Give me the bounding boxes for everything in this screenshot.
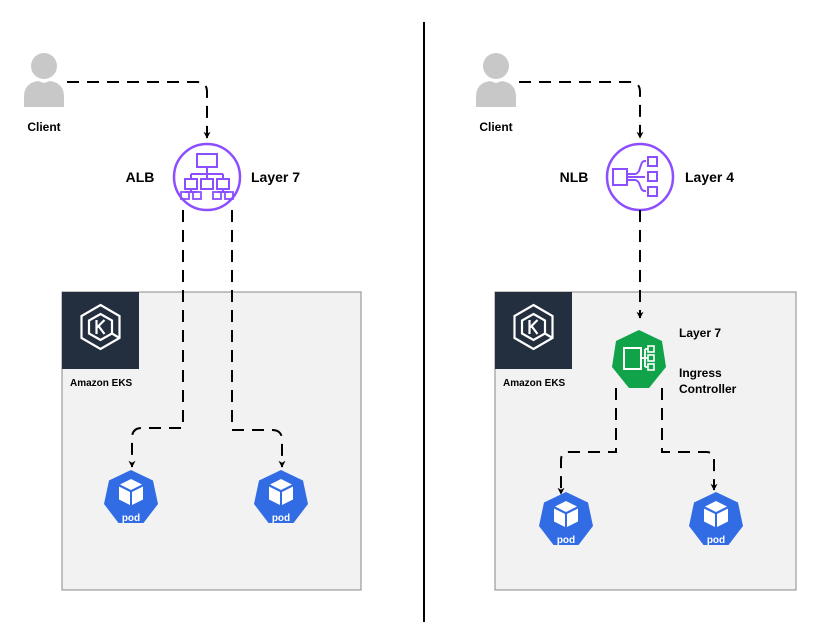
left-pod-2-label: pod <box>272 513 290 524</box>
right-eks-label: Amazon EKS <box>503 378 566 389</box>
left-pod-1-label: pod <box>122 513 140 524</box>
right-pod-2-label: pod <box>707 535 725 546</box>
right-client-label: Client <box>479 120 512 134</box>
ingress-controller-icon <box>612 330 666 388</box>
right-client-to-nlb-connector <box>519 81 644 139</box>
left-eks-icon <box>60 290 141 371</box>
ingress-layer-label: Layer 7 <box>679 326 721 340</box>
ingress-to-pod-1-connector <box>557 388 617 495</box>
ingress-label-line2: Controller <box>679 382 737 396</box>
left-eks-label: Amazon EKS <box>70 378 133 389</box>
right-diagram: Client NLB Layer 4 Amazon EKS Layer 7 In… <box>476 53 797 591</box>
left-client-to-alb-connector <box>67 81 211 139</box>
left-alb-to-pod-1-connector <box>128 210 184 468</box>
network-load-balancer-icon <box>605 142 675 212</box>
left-client-label: Client <box>27 120 60 134</box>
nlb-label: NLB <box>560 169 589 185</box>
right-layer-label: Layer 4 <box>685 169 734 185</box>
application-load-balancer-icon <box>172 142 242 212</box>
right-eks-icon <box>493 290 574 371</box>
right-client-icon <box>476 53 516 107</box>
ingress-to-pod-2-connector <box>661 388 718 491</box>
left-alb-to-pod-2-connector <box>231 210 286 468</box>
alb-label: ALB <box>126 169 155 185</box>
left-layer-label: Layer 7 <box>251 169 300 185</box>
left-client-icon <box>24 53 64 107</box>
ingress-label-line1: Ingress <box>679 366 722 380</box>
left-diagram: Client ALB Layer 7 Amazon EKS pod pod <box>24 53 362 591</box>
right-pod-1-label: pod <box>557 535 575 546</box>
